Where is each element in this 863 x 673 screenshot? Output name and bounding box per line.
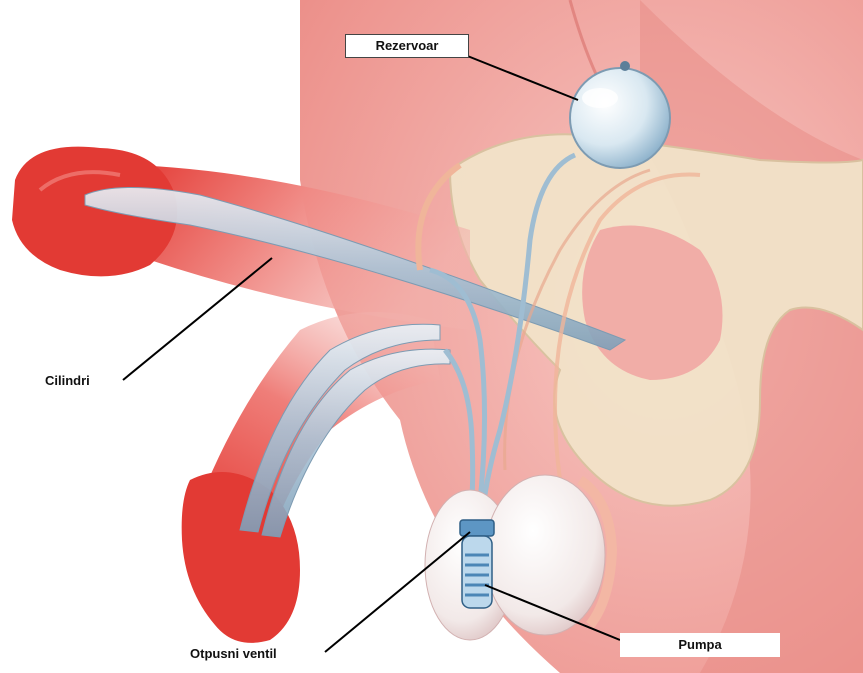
release-valve xyxy=(460,520,494,536)
label-otpusni-ventil: Otpusni ventil xyxy=(190,643,330,665)
reservoir-ball xyxy=(570,68,670,168)
label-pumpa: Pumpa xyxy=(620,633,780,657)
leader-cilindri xyxy=(123,258,272,380)
label-cilindri: Cilindri xyxy=(45,370,125,392)
pump-bulb xyxy=(462,536,492,608)
testis-right xyxy=(485,475,605,635)
label-rezervoar: Rezervoar xyxy=(345,34,469,58)
